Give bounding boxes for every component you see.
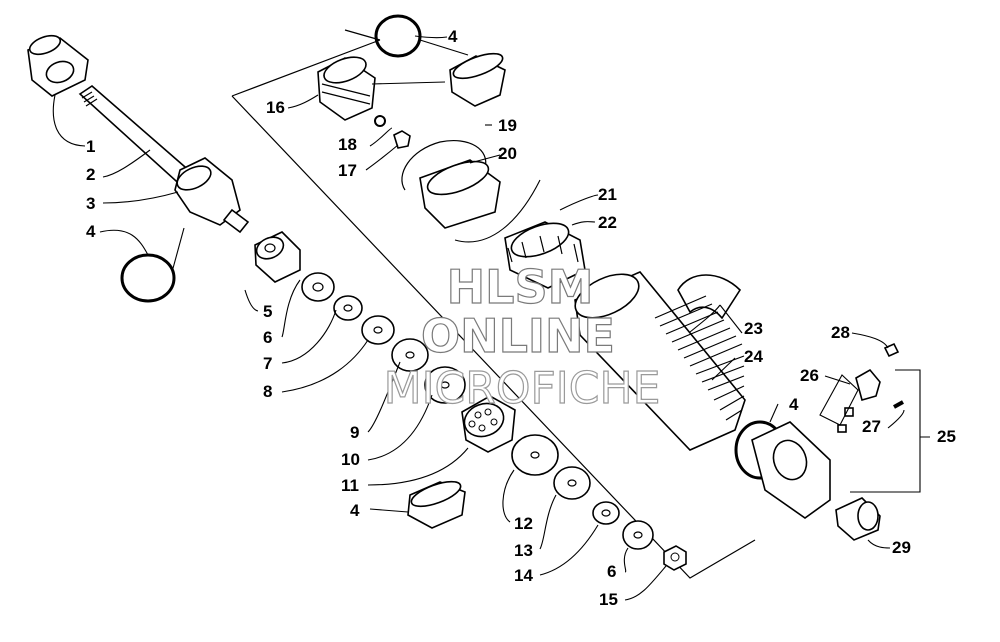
part-9-shim: [424, 366, 466, 404]
callout-20: 20: [498, 144, 517, 163]
callout-22: 22: [598, 213, 617, 232]
callout-16: 16: [266, 98, 285, 117]
part-17-valve: [393, 130, 411, 149]
callout-21: 21: [598, 185, 617, 204]
part-21-spring-collar: [504, 221, 586, 289]
callout-25: 25: [937, 427, 956, 446]
callout-2: 2: [86, 165, 95, 184]
part-19-snap-ring: [401, 140, 487, 191]
part-14-washer: [592, 501, 620, 525]
callout-4-left: 4: [86, 222, 96, 241]
part-27-clip: [893, 400, 904, 409]
part-5-bumper: [254, 231, 301, 283]
part-4-oring-top: [374, 14, 422, 58]
callout-9: 9: [350, 423, 359, 442]
callout-18: 18: [338, 135, 357, 154]
watermark-line-3: MICROFICHE: [384, 363, 661, 414]
callout-12: 12: [514, 514, 533, 533]
part-4-band-top: [449, 52, 506, 107]
callout-29: 29: [892, 538, 911, 557]
callout-27: 27: [862, 417, 881, 436]
part-1-eyelet: [27, 34, 89, 97]
leader-lines: [52, 35, 930, 601]
callout-7: 7: [263, 354, 272, 373]
part-15-nut: [663, 545, 687, 571]
callout-13: 13: [514, 541, 533, 560]
watermark: HLSM ONLINE MICROFICHE: [383, 259, 661, 414]
part-20-bearing: [419, 159, 501, 229]
callout-8: 8: [263, 382, 272, 401]
part-4-band-lower: [407, 480, 466, 529]
part-8-shim: [361, 315, 395, 345]
callout-11: 11: [341, 476, 359, 495]
part-28-screw: [883, 342, 900, 358]
part-16-cap: [317, 56, 376, 121]
callout-19: 19: [498, 116, 517, 135]
part-6-washer-lower: [622, 520, 654, 550]
callout-15: 15: [599, 590, 618, 609]
callout-5: 5: [263, 302, 272, 321]
callout-labels: 1 2 3 4 5 6 7 8 9 10 11 4 12 13 14 6 15 …: [86, 27, 956, 609]
part-6-washer: [301, 272, 335, 302]
watermark-line-1: HLSM: [447, 260, 594, 314]
callout-10: 10: [341, 450, 360, 469]
callout-28: 28: [831, 323, 850, 342]
part-26-fitting: [837, 368, 881, 433]
callout-4-top: 4: [448, 27, 458, 46]
part-3-shaft-body: [174, 157, 250, 234]
callout-17: 17: [338, 161, 357, 180]
watermark-line-2: ONLINE: [421, 309, 615, 363]
part-13-washer: [553, 466, 591, 500]
part-10-piston: [461, 395, 516, 453]
callout-26: 26: [800, 366, 819, 385]
part-18-small-oring: [374, 115, 386, 127]
callout-4-right: 4: [789, 395, 799, 414]
callout-24: 24: [744, 347, 763, 366]
part-12-washer: [511, 434, 559, 476]
part-24-body: [574, 271, 746, 451]
callout-1: 1: [86, 137, 95, 156]
part-4-oring-left: [120, 253, 176, 303]
callout-4-lower-left: 4: [350, 501, 360, 520]
part-29-bushing: [835, 497, 881, 541]
callout-6: 6: [263, 328, 272, 347]
part-7-shim: [333, 295, 363, 321]
part-shim-stack: [391, 338, 429, 372]
part-25-eyelet-body: [751, 421, 831, 519]
callout-14: 14: [514, 566, 533, 585]
callout-23: 23: [744, 319, 763, 338]
part-2-shaft: [78, 84, 202, 192]
assembly-boundary: [231, 29, 756, 579]
callout-6-lower: 6: [607, 562, 616, 581]
callout-3: 3: [86, 194, 95, 213]
part-23-cover: [677, 274, 742, 320]
